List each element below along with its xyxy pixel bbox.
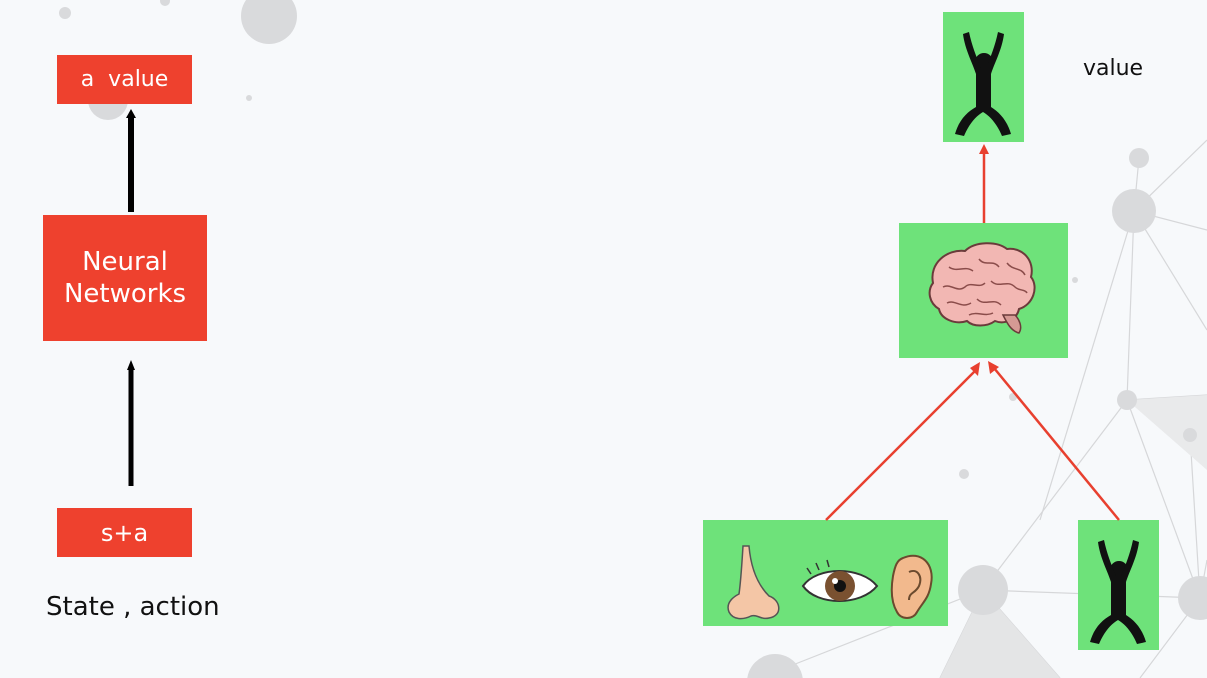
nose-icon: [727, 545, 780, 620]
value-output-label: a value: [80, 67, 169, 92]
arrow-senses-to-brain: [825, 362, 980, 521]
eye-icon: [801, 559, 879, 602]
state-action-input-box: s+a: [57, 508, 192, 557]
senses-box: [703, 520, 948, 626]
value-person-box: [943, 12, 1024, 142]
value-output-box: a value: [57, 55, 192, 104]
state-action-caption: State , action: [46, 592, 220, 622]
neural-network-label-line2: Networks: [63, 279, 187, 309]
brain-box: [899, 223, 1068, 358]
arrow-brain-to-value: [979, 144, 989, 223]
senses-icons: [727, 545, 933, 620]
brain-icon: [928, 242, 1036, 334]
person-icon: [955, 32, 1011, 136]
neural-network-label-line1: Neural: [82, 247, 168, 277]
person-icon-input: [1090, 540, 1146, 644]
person-input-box: [1078, 520, 1159, 650]
arrow-nn-to-value: [126, 109, 136, 212]
neural-network-box: Neural Networks: [43, 215, 207, 341]
arrow-person-to-brain: [988, 361, 1120, 521]
value-label: value: [1083, 56, 1144, 81]
state-action-input-label: s+a: [100, 518, 149, 547]
arrow-input-to-nn: [127, 360, 135, 486]
ear-icon: [890, 554, 933, 619]
